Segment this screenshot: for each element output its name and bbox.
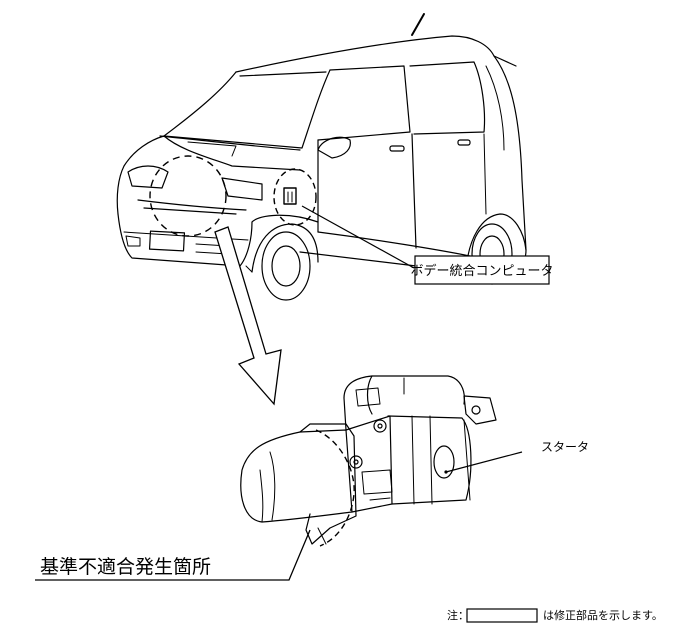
note-legend-box <box>466 608 538 623</box>
body-computer-leader-line <box>301 205 415 269</box>
starter-leader-line <box>445 451 523 473</box>
starter-motor-illustration <box>240 375 497 545</box>
footnote: 注： は修正部品を示します。 <box>447 608 663 623</box>
front-dashed-circle <box>149 155 227 237</box>
computer-dashed-circle <box>273 168 317 226</box>
starter-label-text: スタータ <box>541 440 589 454</box>
note-suffix: は修正部品を示します。 <box>543 608 663 622</box>
body-computer-label-text: ボデー統合コンピュータ <box>410 263 553 279</box>
note-prefix: 注： <box>447 608 469 622</box>
nonconformity-leader-line <box>35 529 311 581</box>
hollow-arrow <box>214 226 282 406</box>
body-computer-label: ボデー統合コンピュータ <box>410 255 554 285</box>
starter-dashed-arc <box>315 429 355 547</box>
nonconformity-label-text: 基準不適合発生箇所 <box>40 556 211 578</box>
